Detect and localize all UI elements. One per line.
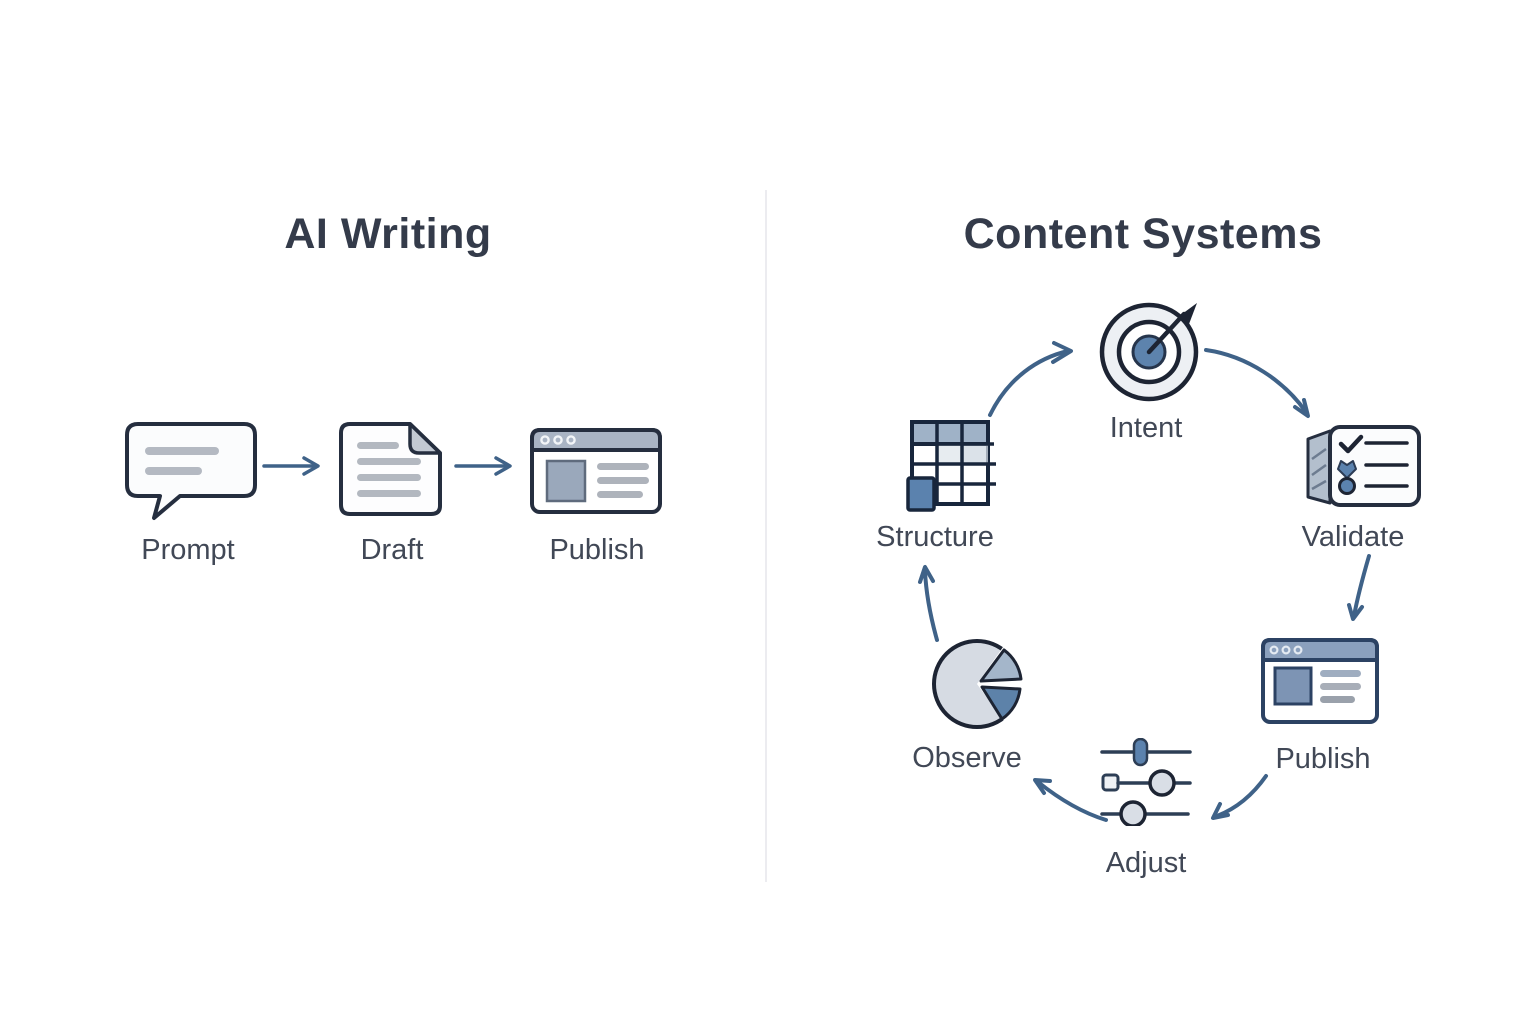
table-icon xyxy=(906,418,1000,514)
cycle-label-adjust: Adjust xyxy=(1105,847,1187,879)
right-panel-title: Content Systems xyxy=(963,210,1323,258)
arrow-observe-to-structure xyxy=(918,565,939,642)
step-label-prompt: Prompt xyxy=(141,534,235,566)
cycle-label-intent: Intent xyxy=(1109,412,1183,444)
arrow-publish-to-adjust xyxy=(1211,774,1268,820)
cycle-label-validate: Validate xyxy=(1301,521,1405,553)
panel-divider xyxy=(765,190,767,882)
cycle-label-structure: Structure xyxy=(876,521,994,553)
checklist-icon xyxy=(1303,423,1423,509)
step-label-publish: Publish xyxy=(549,534,645,566)
speech-bubble-icon xyxy=(122,421,260,521)
arrow-structure-to-intent xyxy=(988,341,1073,417)
sliders-icon xyxy=(1100,738,1192,826)
browser-window-icon xyxy=(528,426,664,516)
browser-window-icon xyxy=(1260,637,1380,725)
arrow-intent-to-validate xyxy=(1204,348,1310,418)
target-icon xyxy=(1090,295,1206,411)
arrow-validate-to-publish xyxy=(1347,554,1371,621)
document-icon xyxy=(337,420,447,518)
arrow-prompt-to-draft xyxy=(262,456,320,476)
arrow-draft-to-publish xyxy=(454,456,512,476)
step-label-draft: Draft xyxy=(360,534,424,566)
cycle-label-observe: Observe xyxy=(912,742,1022,774)
cycle-label-publish: Publish xyxy=(1275,743,1371,775)
left-panel-title: AI Writing xyxy=(284,210,492,258)
pie-chart-icon xyxy=(930,637,1024,731)
arrow-adjust-to-observe xyxy=(1033,778,1108,822)
